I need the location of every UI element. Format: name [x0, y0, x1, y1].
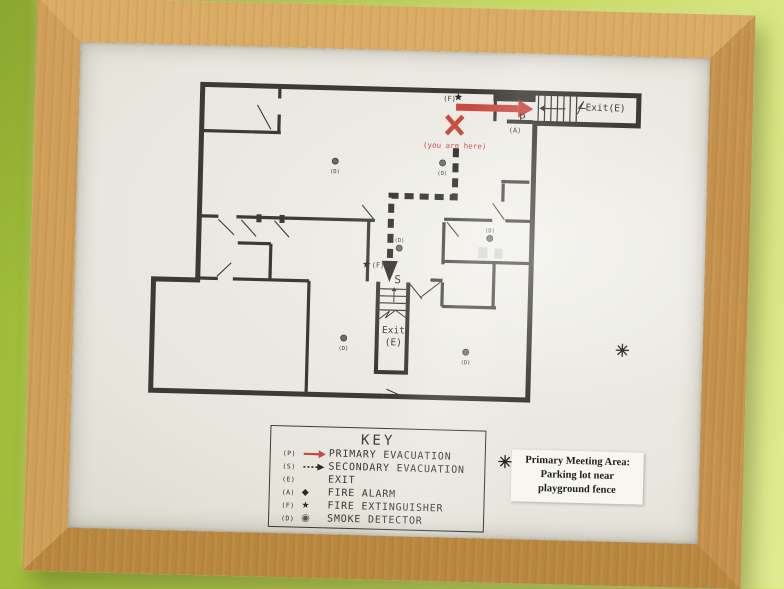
- key-label-exit: EXIT: [328, 474, 356, 486]
- wall-segment: [406, 282, 408, 372]
- wall-segment: [442, 306, 496, 307]
- wall-segment: [494, 96, 536, 97]
- plan-label: P: [519, 112, 526, 125]
- secondary-evacuation-arrow-icon: [302, 461, 328, 472]
- fixture: [478, 247, 487, 258]
- door-swing: [447, 222, 459, 236]
- wall-segment: [306, 281, 309, 394]
- meeting-area-note: Primary Meeting Area: Parking lot near p…: [511, 449, 644, 504]
- wall-segment: [374, 372, 408, 373]
- plan-label: Exit(E): [585, 102, 625, 114]
- stair-tread: [380, 303, 406, 304]
- door-swing: [218, 219, 234, 234]
- exit-blank-symbol: [302, 479, 328, 480]
- wall-segment: [501, 182, 529, 183]
- plan-label: (you are here): [423, 140, 487, 151]
- fire-extinguisher-icon: ★: [301, 500, 327, 511]
- wall-segment: [238, 243, 271, 244]
- stair-tread: [380, 296, 406, 297]
- evacuation-map-paper: (D)(D)(D)(D)(D)(D)(F)P(A)(you are here)S…: [68, 42, 711, 544]
- door-swing: [241, 220, 256, 236]
- door-swing: [492, 203, 504, 219]
- meeting-note-line3: playground fence: [515, 482, 639, 499]
- wall-segment: [202, 131, 281, 133]
- plan-label: (E): [385, 337, 402, 348]
- plan-label: (F): [372, 260, 385, 269]
- key-code-primary: (P): [283, 449, 303, 458]
- stair-direction-arrowhead: [539, 105, 544, 111]
- wall-segment: [493, 263, 494, 308]
- smoke-detector-icon: ◉: [301, 513, 327, 525]
- fire-alarm-icon: ◆: [302, 487, 328, 498]
- stair-tread: [570, 95, 571, 123]
- key-code-secondary: (S): [282, 462, 302, 471]
- door-hinge-block: [256, 214, 261, 222]
- smoke-detector-label: (D): [485, 228, 495, 234]
- door-swing: [420, 281, 442, 299]
- primary-route-arrow: [456, 107, 518, 109]
- stair-tread: [538, 94, 539, 122]
- smoke-detector-dot: [341, 335, 347, 341]
- wall-segment: [442, 282, 443, 306]
- plan-label: S: [394, 273, 401, 286]
- plan-label: Exit: [382, 325, 405, 337]
- fixture: [494, 249, 502, 259]
- wall-segment: [444, 219, 492, 220]
- smoke-detector-dot: [396, 245, 402, 251]
- wall-segment: [376, 282, 378, 372]
- plan-label: (A): [509, 126, 522, 135]
- smoke-detector-label: (D): [437, 171, 447, 177]
- wall-segment: [270, 244, 271, 280]
- door-swing: [217, 262, 231, 276]
- smoke-detector-label: (D): [460, 360, 470, 366]
- smoke-detector-dot: [332, 158, 338, 164]
- door-swing: [362, 205, 374, 219]
- smoke-detector-dot: [487, 235, 493, 241]
- stair-tread: [576, 95, 577, 123]
- door-hinge-block: [279, 215, 284, 223]
- smoke-detector-label: (D): [338, 346, 348, 352]
- wall-segment: [233, 279, 309, 281]
- key-label-fire-alarm: FIRE ALARM: [328, 487, 396, 500]
- key-box: KEY (P) PRIMARY EVACUATION (S) SECONDARY…: [268, 425, 487, 533]
- key-code-fire-alarm: (A): [282, 488, 302, 497]
- wall-segment: [443, 222, 444, 264]
- door-swing: [274, 221, 289, 237]
- wall-segment: [443, 261, 529, 263]
- smoke-detector-dot: [463, 349, 469, 355]
- smoke-detector-label: (D): [394, 238, 404, 244]
- stair-break-zigzag: [379, 310, 405, 320]
- door-swing: [257, 105, 272, 129]
- smoke-detector-dot: [439, 160, 445, 166]
- door-swing: [410, 285, 422, 299]
- primary-evacuation-arrow-icon: [303, 448, 329, 459]
- key-code-exit: (E): [282, 475, 302, 484]
- key-code-smoke-detector: (D): [281, 514, 301, 523]
- key-label-smoke-detector: SMOKE DETECTOR: [327, 513, 423, 526]
- wall-segment: [367, 220, 369, 281]
- wall-segment: [505, 221, 530, 222]
- stair-direction-arrow: [544, 108, 565, 109]
- picture-frame: (D)(D)(D)(D)(D)(D)(F)P(A)(you are here)S…: [23, 0, 756, 589]
- smoke-detector-label: (D): [330, 169, 340, 175]
- stair-tread: [380, 310, 406, 311]
- plan-label: (F): [443, 94, 456, 103]
- key-code-fire-extinguisher: (F): [281, 501, 301, 510]
